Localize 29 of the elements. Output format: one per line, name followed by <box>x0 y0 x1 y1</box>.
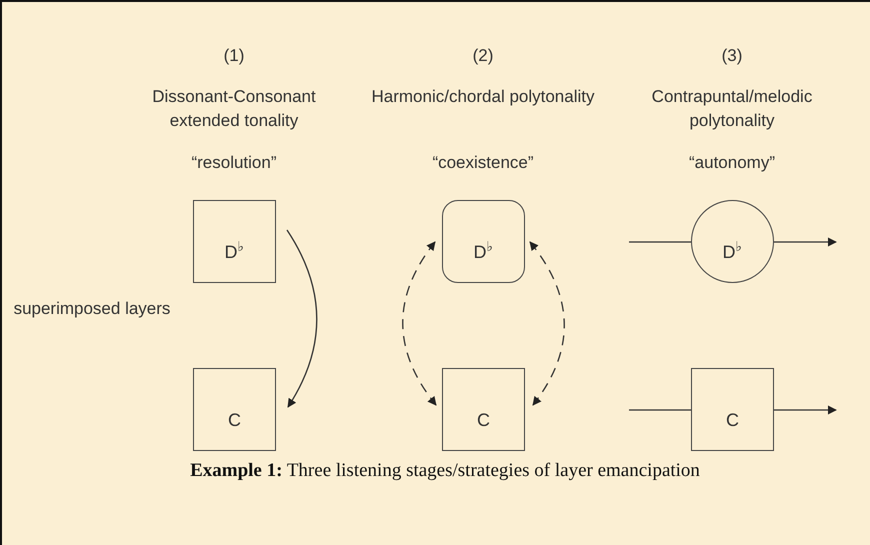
node-label: D$^{♭}$ <box>474 242 494 260</box>
dashed-arrow <box>402 241 437 406</box>
stage-keyword: “resolution” <box>190 152 278 174</box>
arrow <box>774 406 837 414</box>
side-note: superimposed layers <box>12 298 172 320</box>
stage-keyword: “coexistence” <box>431 152 535 174</box>
curved-arrow <box>286 230 318 408</box>
square-box <box>691 368 774 451</box>
line <box>629 409 691 411</box>
dashed-arrow <box>529 241 565 406</box>
line <box>629 241 691 243</box>
arrow <box>774 238 837 246</box>
caption: Example 1: Three listening stages/strategies of layer emancipation <box>189 459 701 483</box>
column-number: (3) <box>720 45 744 67</box>
column-number: (1) <box>222 45 246 67</box>
square-box <box>193 200 276 283</box>
node-label: C <box>228 410 241 428</box>
node-label: D$^{♭}$ <box>224 242 244 260</box>
node-label: C <box>477 410 490 428</box>
square-box <box>442 368 525 451</box>
column-number: (2) <box>472 45 494 67</box>
rounded-box <box>442 200 525 283</box>
column-heading: Harmonic/chordal polytonality <box>370 86 596 108</box>
node-label: C <box>726 410 739 428</box>
column-heading: Dissonant-Consonant extended tonality <box>151 86 317 132</box>
stage-keyword: “autonomy” <box>688 152 776 174</box>
node-label: D$^{♭}$ <box>722 242 742 260</box>
square-box <box>193 368 276 451</box>
column-heading: Contrapuntal/melodic polytonality <box>650 86 814 132</box>
